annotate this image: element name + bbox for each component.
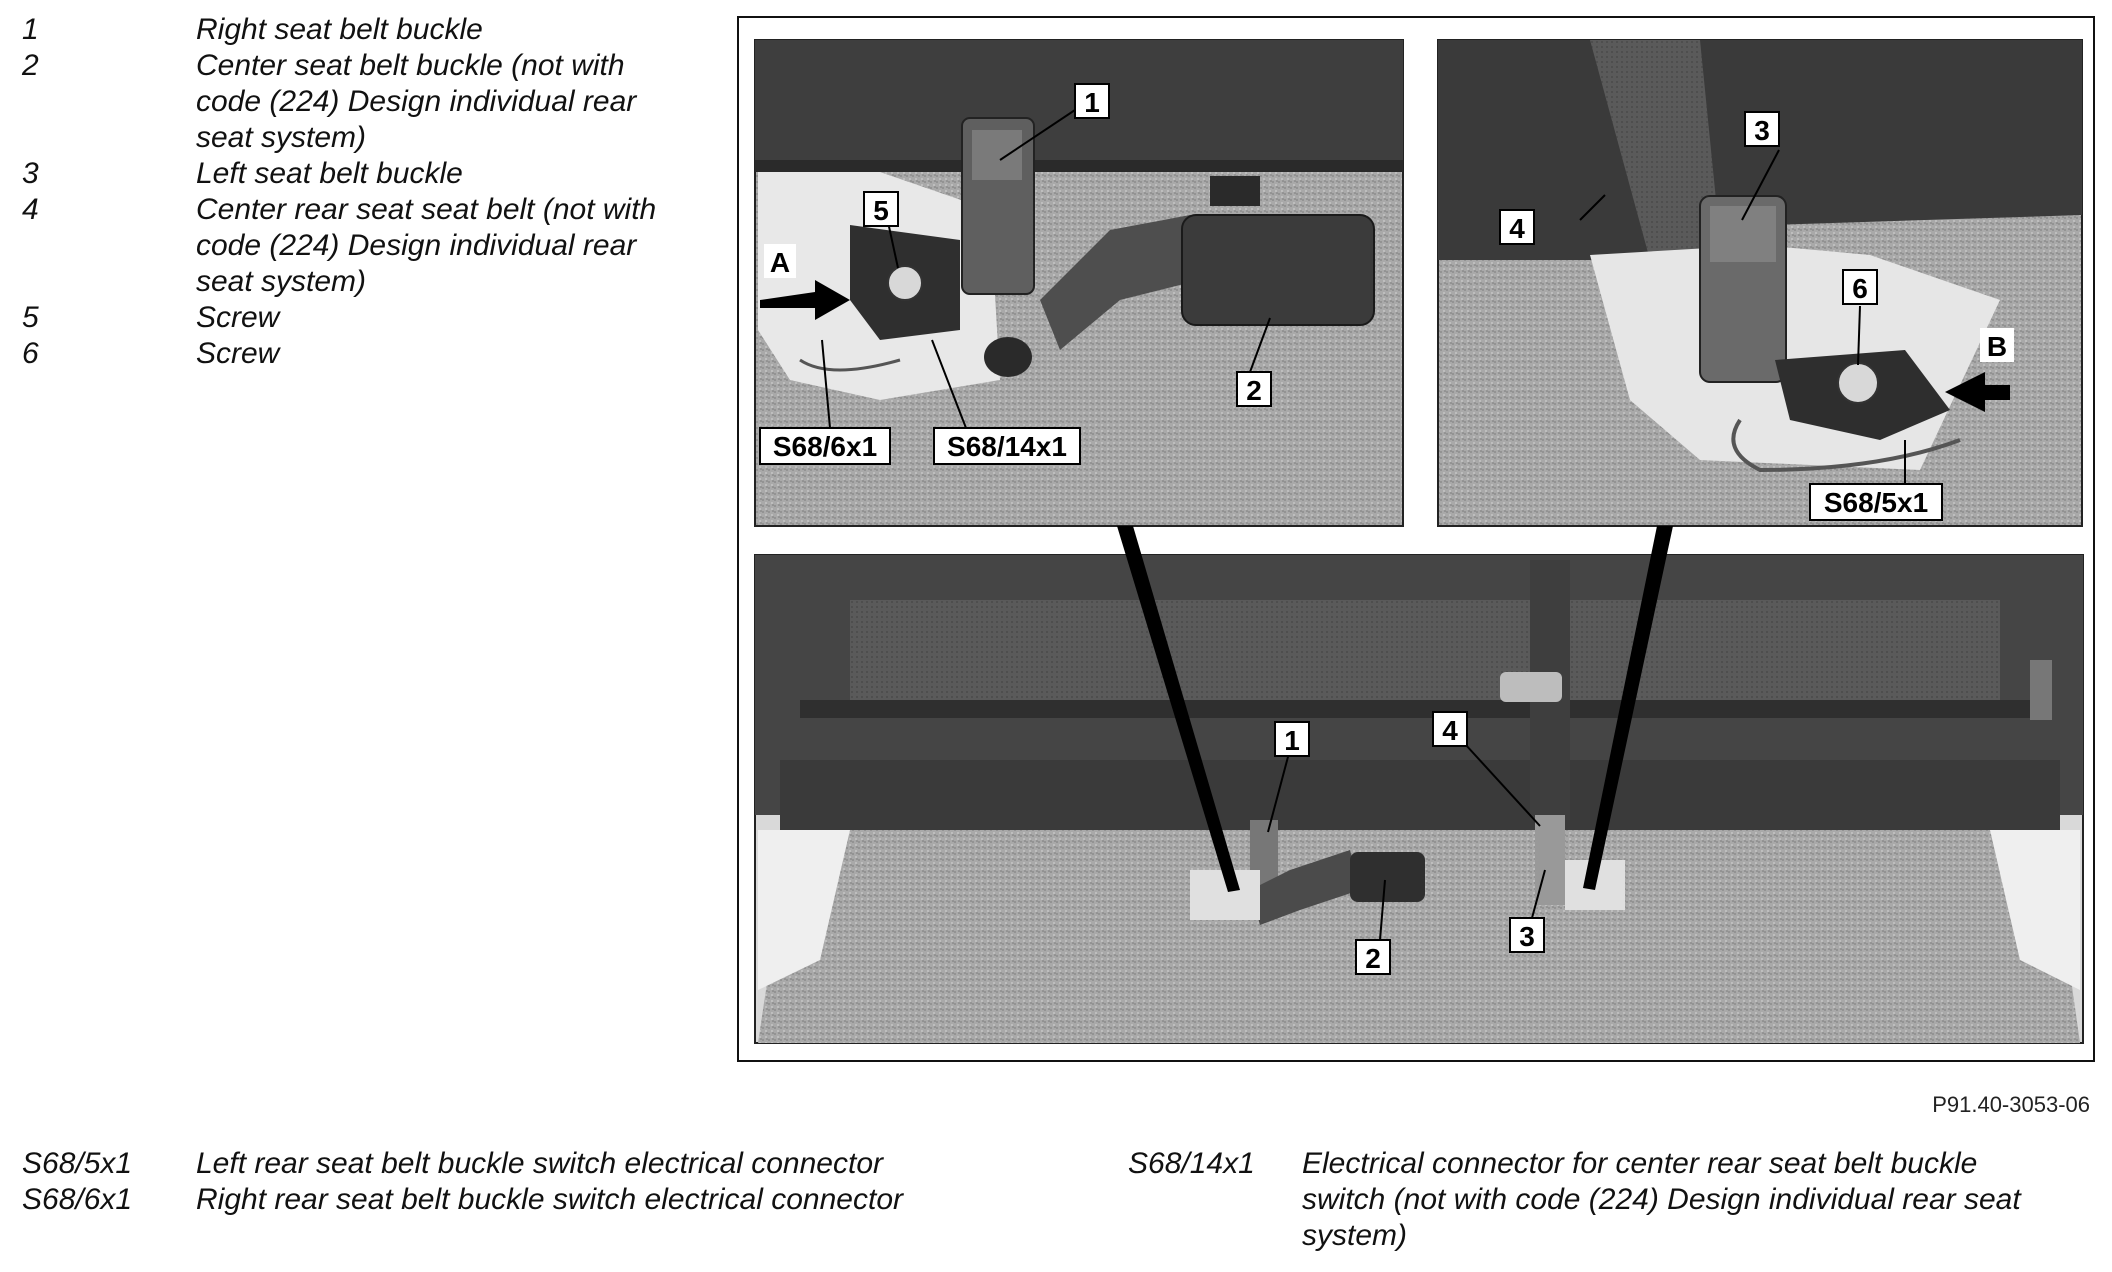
callout-s68-5x1: S68/5x1 xyxy=(1809,483,1943,521)
callout-s68-6x1: S68/6x1 xyxy=(759,427,891,465)
legend-text: Right seat belt buckle xyxy=(196,13,483,46)
legend-text: Screw xyxy=(196,301,280,334)
legend-item: 2 Center seat belt buckle (not with code … xyxy=(22,48,702,156)
legend-number: 4 xyxy=(22,193,39,226)
legend-text: Left rear seat belt buckle switch electr… xyxy=(196,1147,883,1180)
legend-connectors-right: S68/14x1 Electrical connector for center … xyxy=(1128,1146,2088,1254)
callout-5: 5 xyxy=(863,191,899,227)
legend-number: 1 xyxy=(22,13,39,46)
legend-number: 6 xyxy=(22,337,39,370)
callout-label: 5 xyxy=(873,195,889,226)
callout-label: 4 xyxy=(1442,715,1458,746)
callout-label: A xyxy=(770,247,790,278)
callout-label: B xyxy=(1987,331,2007,362)
pointer-wedge-left xyxy=(1117,526,1240,892)
callout-4: 4 xyxy=(1432,711,1468,747)
legend-text: Electrical connector for center rear sea… xyxy=(1302,1147,2021,1252)
legend-item: S68/14x1 Electrical connector for center … xyxy=(1128,1146,2088,1254)
legend-parts: 1 Right seat belt buckle 2 Center seat bel… xyxy=(22,12,702,372)
callout-label: 1 xyxy=(1084,87,1100,118)
legend-number: 2 xyxy=(22,49,39,82)
photo-right-buckle-detail: 1 5 2 A S68/6x1 S68/14x1 xyxy=(754,39,1404,527)
callout-2: 2 xyxy=(1355,939,1391,975)
callout-label: 2 xyxy=(1246,375,1262,406)
photo-rear-seat-overview: 1 4 2 3 xyxy=(754,554,2084,1044)
legend-text: Center seat belt buckle (not with code (… xyxy=(196,49,637,154)
legend-item: 3 Left seat belt buckle xyxy=(22,156,702,192)
callout-label: 4 xyxy=(1509,213,1525,244)
callout-3: 3 xyxy=(1744,111,1780,147)
callout-1: 1 xyxy=(1274,721,1310,757)
legend-item: 1 Right seat belt buckle xyxy=(22,12,702,48)
callout-b: B xyxy=(1980,328,2014,362)
callout-label: 6 xyxy=(1852,273,1868,304)
legend-item: S68/6x1 Right rear seat belt buckle switc… xyxy=(22,1182,1082,1218)
legend-connectors-left: S68/5x1 Left rear seat belt buckle switch… xyxy=(22,1146,1082,1218)
legend-code: S68/5x1 xyxy=(22,1147,133,1180)
callout-1: 1 xyxy=(1074,83,1110,119)
legend-code: S68/14x1 xyxy=(1128,1147,1255,1180)
legend-text: Screw xyxy=(196,337,280,370)
legend-text: Left seat belt buckle xyxy=(196,157,463,190)
callout-4: 4 xyxy=(1499,209,1535,245)
callout-label: S68/14x1 xyxy=(947,431,1067,462)
legend-item: 4 Center rear seat seat belt (not with co… xyxy=(22,192,702,300)
figure-frame xyxy=(737,16,2095,1062)
callout-label: 3 xyxy=(1754,115,1770,146)
callout-label: 3 xyxy=(1519,921,1535,952)
callout-label: S68/5x1 xyxy=(1824,487,1928,518)
callout-3: 3 xyxy=(1509,917,1545,953)
photo-left-buckle-detail: 3 4 6 B S68/5x1 xyxy=(1437,39,2083,527)
callout-label: 2 xyxy=(1365,943,1381,974)
legend-code: S68/6x1 xyxy=(22,1183,133,1216)
legend-item: 5 Screw xyxy=(22,300,702,336)
callout-a: A xyxy=(764,244,796,278)
legend-number: 5 xyxy=(22,301,39,334)
callout-s68-14x1: S68/14x1 xyxy=(933,427,1081,465)
legend-text: Right rear seat belt buckle switch elect… xyxy=(196,1183,903,1216)
legend-item: S68/5x1 Left rear seat belt buckle switch… xyxy=(22,1146,1082,1182)
callout-label: 1 xyxy=(1284,725,1300,756)
callout-2: 2 xyxy=(1236,371,1272,407)
legend-item: 6 Screw xyxy=(22,336,702,372)
pointer-wedge-right xyxy=(1583,526,1673,890)
figure-code: P91.40-3053-06 xyxy=(1932,1092,2090,1117)
legend-number: 3 xyxy=(22,157,39,190)
legend-text: Center rear seat seat belt (not with cod… xyxy=(196,193,657,298)
callout-label: S68/6x1 xyxy=(773,431,877,462)
callout-6: 6 xyxy=(1842,269,1878,305)
